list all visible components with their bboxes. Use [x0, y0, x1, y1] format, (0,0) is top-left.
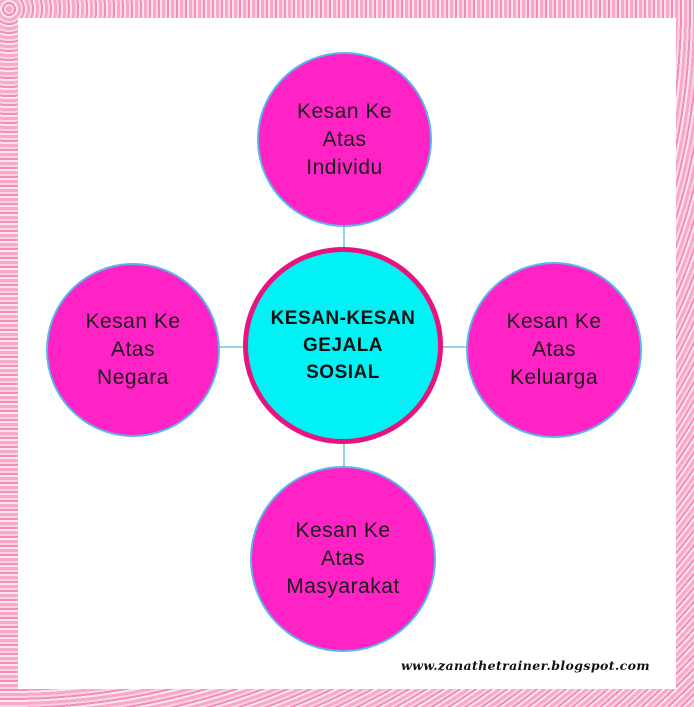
- node-individu: Kesan Ke Atas Individu: [257, 52, 432, 227]
- node-masyarakat-label: Kesan Ke Atas Masyarakat: [286, 517, 400, 601]
- node-keluarga: Kesan Ke Atas Keluarga: [466, 262, 642, 438]
- node-individu-label: Kesan Ke Atas Individu: [297, 98, 392, 182]
- node-center-label: KESAN-KESAN GEJALA SOSIAL: [271, 305, 416, 386]
- node-masyarakat: Kesan Ke Atas Masyarakat: [250, 466, 436, 652]
- website-credit: www.zanathetrainer.blogspot.com: [401, 658, 650, 673]
- node-center: KESAN-KESAN GEJALA SOSIAL: [243, 247, 443, 444]
- node-negara-label: Kesan Ke Atas Negara: [85, 308, 180, 392]
- node-keluarga-label: Kesan Ke Atas Keluarga: [506, 308, 601, 392]
- node-negara: Kesan Ke Atas Negara: [46, 263, 220, 437]
